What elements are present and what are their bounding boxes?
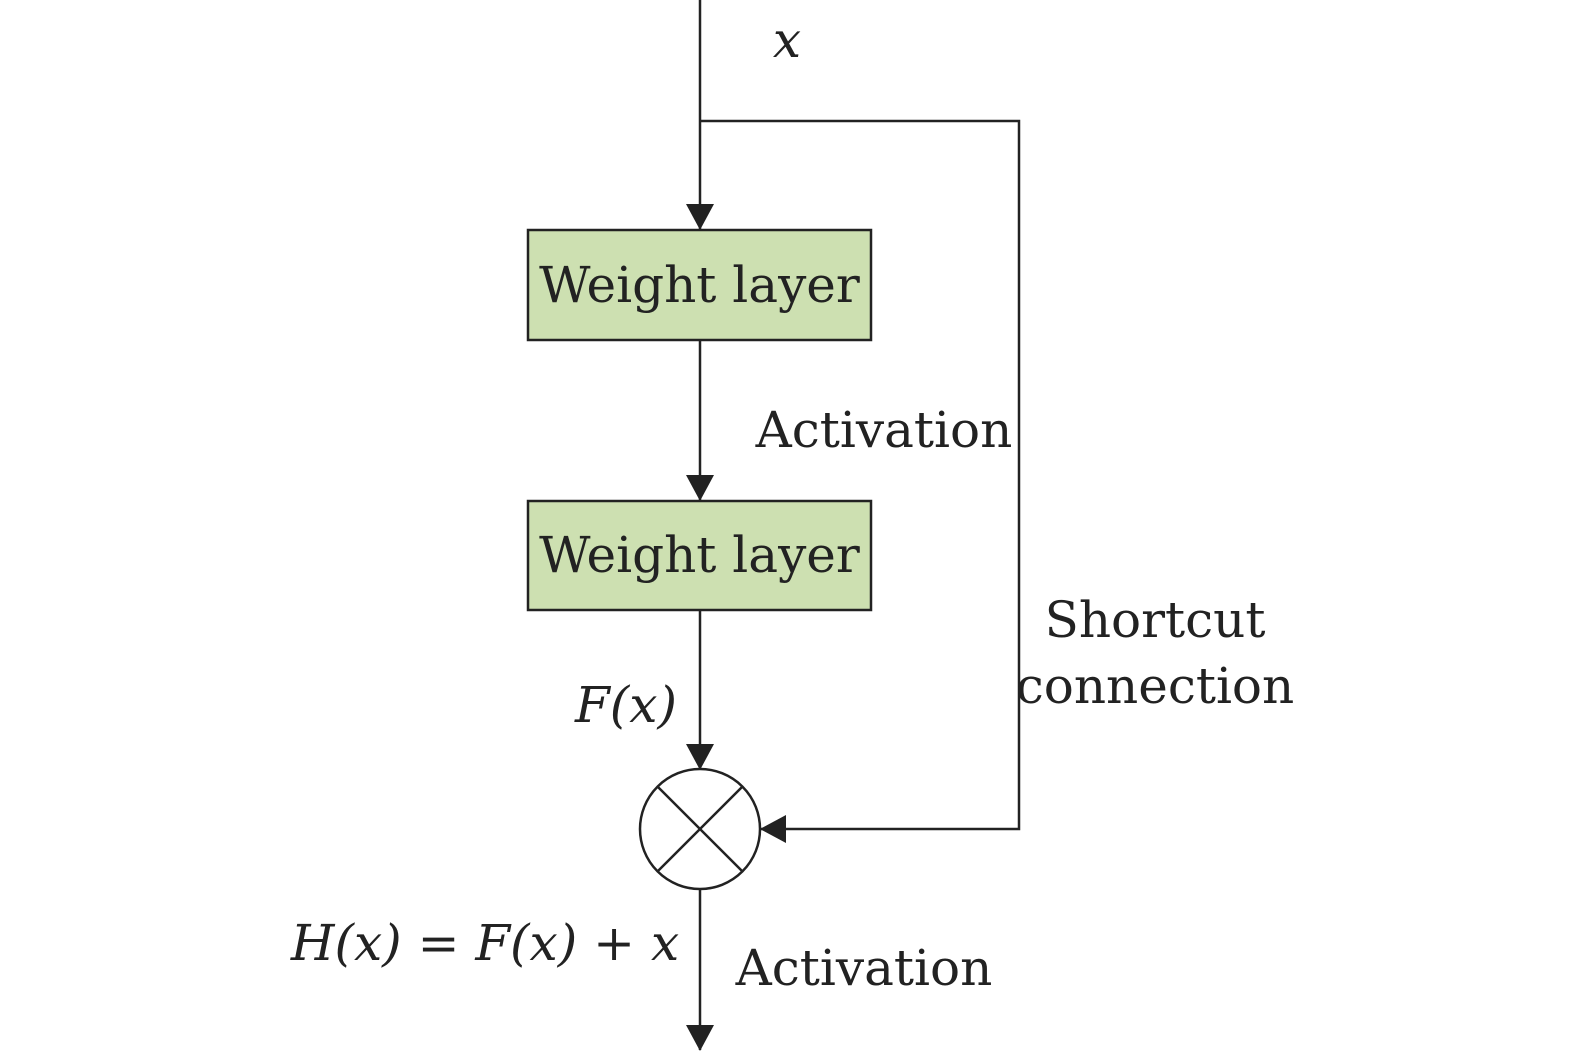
fx-label: F(x)	[574, 676, 677, 734]
weight-layer-1: Weight layer	[526, 228, 873, 342]
shortcut-label-line-1: Shortcut	[1045, 591, 1266, 649]
weight-layer-1-label: Weight layer	[539, 256, 860, 314]
input-label: x	[773, 11, 801, 69]
activation-label-1: Activation	[755, 401, 1013, 459]
output-equation: H(x) = F(x) + x	[290, 914, 679, 972]
activation-label-2: Activation	[735, 939, 993, 997]
sum-node	[638, 767, 762, 891]
weight-layer-2-label: Weight layer	[539, 526, 860, 584]
weight-layer-2-box	[526, 499, 873, 612]
sum-node-cross-2	[656, 785, 744, 873]
shortcut-label-line-2: connection	[1016, 657, 1295, 715]
shortcut-connection-line	[700, 119, 1021, 843]
weight-layer-2: Weight layer	[526, 499, 873, 612]
